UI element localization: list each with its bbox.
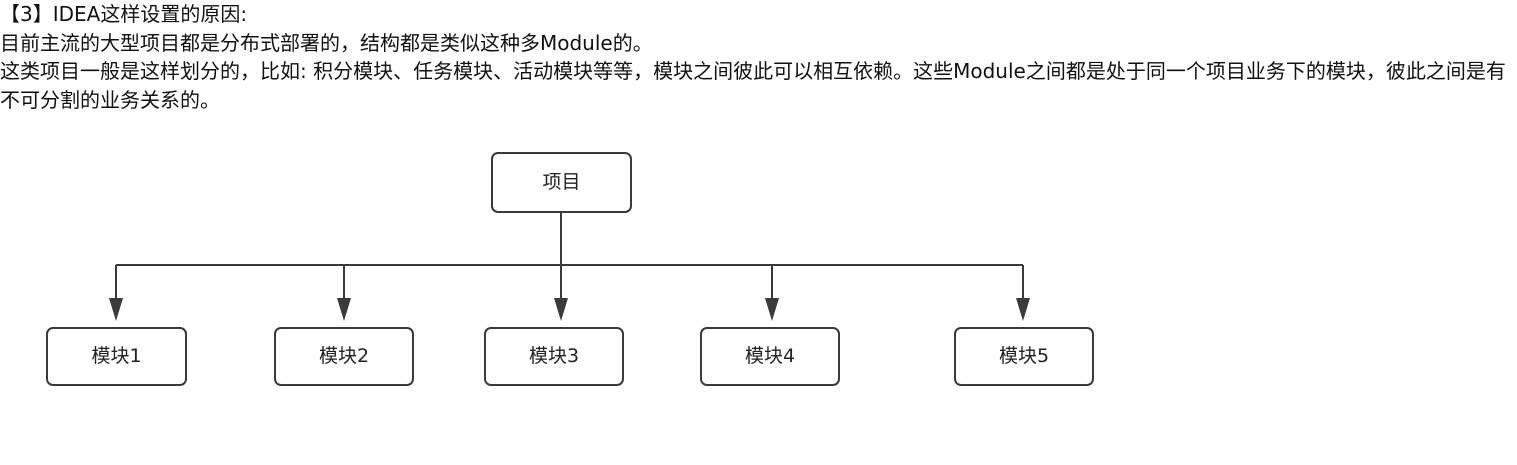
module-structure-diagram: 项目 模块1 模块2 模块3 模块4 模块5 <box>0 140 1517 465</box>
node-project-label: 项目 <box>542 171 581 193</box>
arrowhead-2 <box>554 298 568 321</box>
node-module-3-label: 模块3 <box>528 345 580 367</box>
node-module-2-label: 模块2 <box>318 345 370 367</box>
node-module-2[interactable]: 模块2 <box>274 327 414 386</box>
arrowhead-1 <box>337 298 351 321</box>
arrowhead-0 <box>109 298 123 321</box>
arrowhead-3 <box>765 298 779 321</box>
node-module-3[interactable]: 模块3 <box>484 327 624 386</box>
prose-line-2: 目前主流的大型项目都是分布式部署的，结构都是类似这种多Module的。 <box>0 30 653 55</box>
node-module-5-label: 模块5 <box>998 345 1050 367</box>
prose-paragraph: 这类项目一般是这样划分的，比如: 积分模块、任务模块、活动模块等等，模块之间彼此… <box>0 59 1506 112</box>
node-project[interactable]: 项目 <box>491 152 632 213</box>
prose-block: 【3】IDEA这样设置的原因: 目前主流的大型项目都是分布式部署的，结构都是类似… <box>0 0 1517 114</box>
node-module-4-label: 模块4 <box>744 345 796 367</box>
node-module-1-label: 模块1 <box>91 345 142 367</box>
node-module-4[interactable]: 模块4 <box>700 327 840 386</box>
arrowhead-4 <box>1016 298 1030 321</box>
prose-line-heading: 【3】IDEA这样设置的原因: <box>0 2 248 26</box>
node-module-1[interactable]: 模块1 <box>46 327 187 386</box>
node-module-5[interactable]: 模块5 <box>954 327 1094 386</box>
diagram-connectors <box>109 213 1030 321</box>
